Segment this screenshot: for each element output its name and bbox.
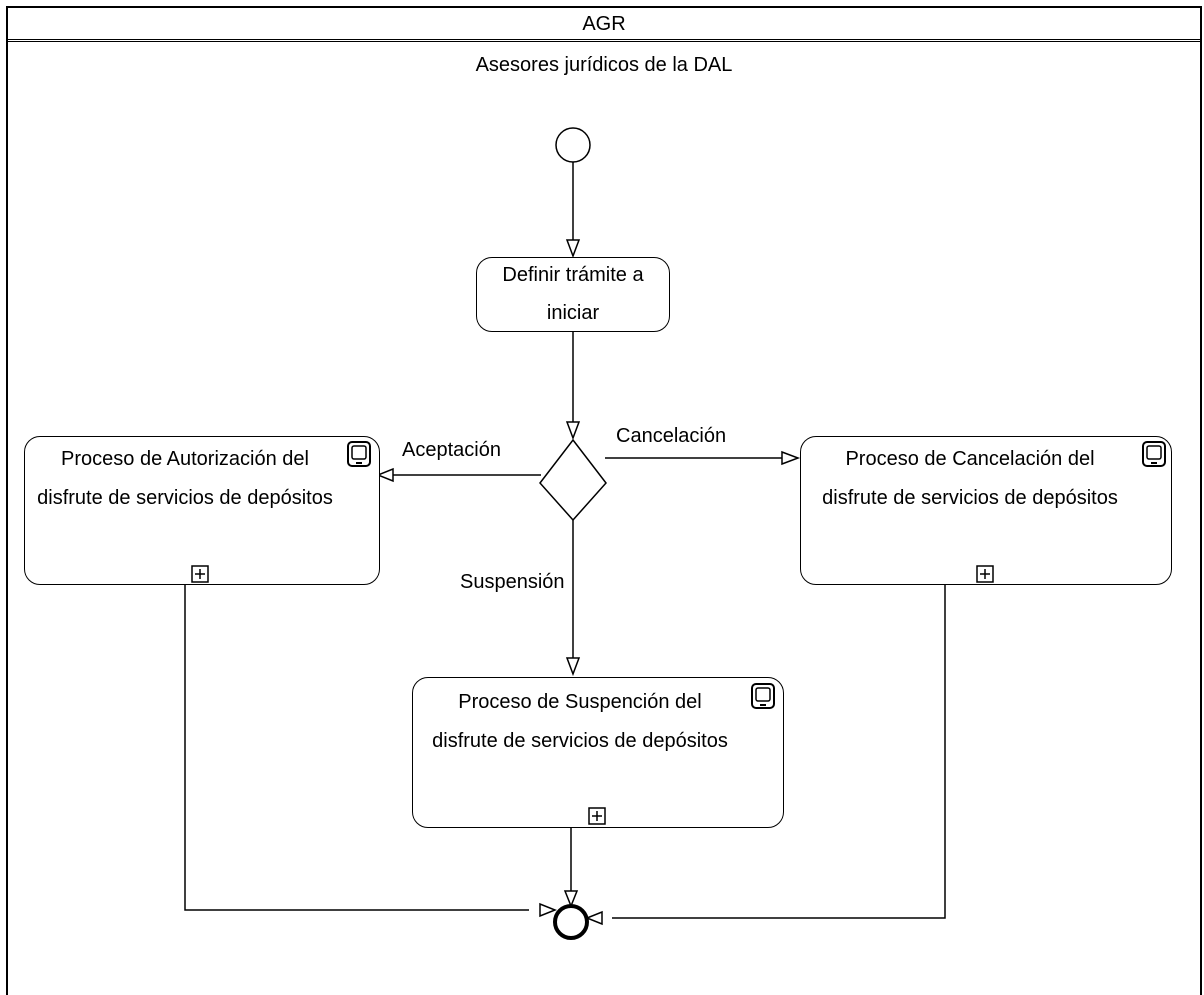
pool-title: AGR [582,13,626,35]
arrowhead-define [565,239,581,259]
arrowhead-end-right [584,910,603,926]
collapsed-subprocess-icon[interactable] [191,565,209,583]
collapsed-subprocess-icon[interactable] [588,807,606,825]
flow-label-cancelacion: Cancelación [616,425,727,447]
exclusive-gateway [539,438,607,522]
task-cancelacion-label: Proceso de Cancelación del disfrute de s… [822,448,1118,509]
screen-icon [1142,441,1166,467]
arrowhead-autorizacion [375,467,394,483]
task-autorizacion[interactable] [24,436,380,585]
pool-frame [6,6,1202,995]
task-suspension-label: Proceso de Suspención del disfrute de se… [432,691,728,752]
arrowhead-gateway [565,421,581,441]
screen-icon [751,683,775,709]
collapsed-subprocess-icon[interactable] [976,565,994,583]
arrowhead-end-left [539,902,558,918]
task-cancelacion[interactable] [800,436,1172,585]
flow-cancelacion-to-end [612,585,946,919]
task-suspension[interactable] [412,677,784,828]
end-event [553,904,589,940]
task-autorizacion-label: Proceso de Autorización del disfrute de … [37,448,333,509]
task-definir-tramite-label: Definir trámite a iniciar [502,264,644,324]
start-event [555,127,591,163]
arrowhead-cancelacion [781,450,801,466]
lane-title: Asesores jurídicos de la DAL [475,54,733,76]
flow-label-suspension: Suspensión [460,571,565,593]
pool-header: AGR [6,6,1202,42]
arrowhead-suspension [565,657,581,677]
task-definir-tramite[interactable] [476,257,670,332]
flow-label-aceptacion: Aceptación [402,439,501,461]
flow-autorizacion-to-end [184,585,529,911]
screen-icon [347,441,371,467]
arrowhead-end-top [563,890,579,909]
